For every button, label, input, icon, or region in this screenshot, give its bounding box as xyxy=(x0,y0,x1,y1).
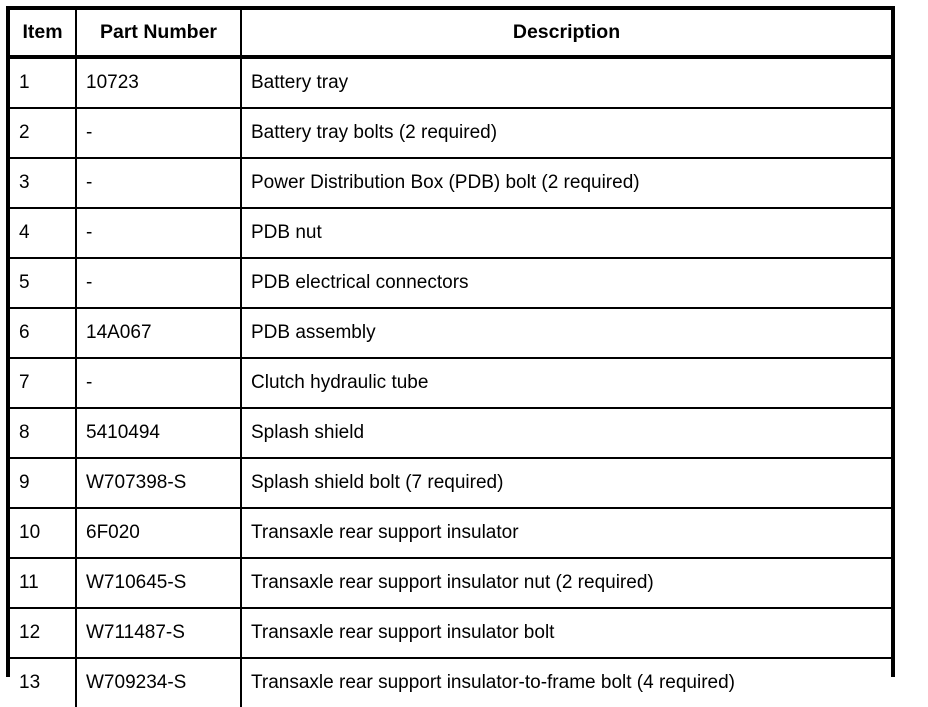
cell-item: 8 xyxy=(10,408,77,459)
cell-description: Transaxle rear support insulator bolt xyxy=(241,608,891,659)
table-row: 5-PDB electrical connectors xyxy=(10,258,891,309)
cell-part-number: 10723 xyxy=(76,57,242,109)
table-header-row: Item Part Number Description xyxy=(10,10,891,59)
cell-description: PDB electrical connectors xyxy=(241,258,891,309)
cell-item: 9 xyxy=(10,458,77,509)
cell-part-number: 6F020 xyxy=(76,508,242,559)
column-header-part-number: Part Number xyxy=(76,10,242,59)
cell-part-number: - xyxy=(76,108,242,159)
cell-description: Battery tray bolts (2 required) xyxy=(241,108,891,159)
cell-part-number: 5410494 xyxy=(76,408,242,459)
table-row: 3-Power Distribution Box (PDB) bolt (2 r… xyxy=(10,158,891,209)
cell-part-number: W710645-S xyxy=(76,558,242,609)
cell-part-number: - xyxy=(76,158,242,209)
cell-part-number: - xyxy=(76,258,242,309)
cell-part-number: W709234-S xyxy=(76,658,242,707)
cell-item: 11 xyxy=(10,558,77,609)
cell-item: 2 xyxy=(10,108,77,159)
cell-part-number: W707398-S xyxy=(76,458,242,509)
cell-item: 10 xyxy=(10,508,77,559)
cell-item: 7 xyxy=(10,358,77,409)
cell-description: PDB assembly xyxy=(241,308,891,359)
cell-description: Splash shield xyxy=(241,408,891,459)
cell-description: PDB nut xyxy=(241,208,891,259)
cell-part-number: - xyxy=(76,358,242,409)
table-row: 2-Battery tray bolts (2 required) xyxy=(10,108,891,159)
cell-item: 1 xyxy=(10,57,77,109)
cell-part-number: W711487-S xyxy=(76,608,242,659)
cell-description: Transaxle rear support insulator xyxy=(241,508,891,559)
cell-description: Clutch hydraulic tube xyxy=(241,358,891,409)
cell-description: Battery tray xyxy=(241,57,891,109)
table-row: 4-PDB nut xyxy=(10,208,891,259)
cell-description: Power Distribution Box (PDB) bolt (2 req… xyxy=(241,158,891,209)
cell-part-number: - xyxy=(76,208,242,259)
cell-description: Splash shield bolt (7 required) xyxy=(241,458,891,509)
column-header-item: Item xyxy=(10,10,77,59)
table-row: 7-Clutch hydraulic tube xyxy=(10,358,891,409)
cell-description: Transaxle rear support insulator-to-fram… xyxy=(241,658,891,707)
column-header-description: Description xyxy=(241,10,891,59)
table-header: Item Part Number Description xyxy=(10,10,891,59)
cell-description: Transaxle rear support insulator nut (2 … xyxy=(241,558,891,609)
cell-item: 12 xyxy=(10,608,77,659)
cell-item: 3 xyxy=(10,158,77,209)
cell-part-number: 14A067 xyxy=(76,308,242,359)
cell-item: 6 xyxy=(10,308,77,359)
cell-item: 4 xyxy=(10,208,77,259)
cell-item: 13 xyxy=(10,658,77,707)
cell-item: 5 xyxy=(10,258,77,309)
